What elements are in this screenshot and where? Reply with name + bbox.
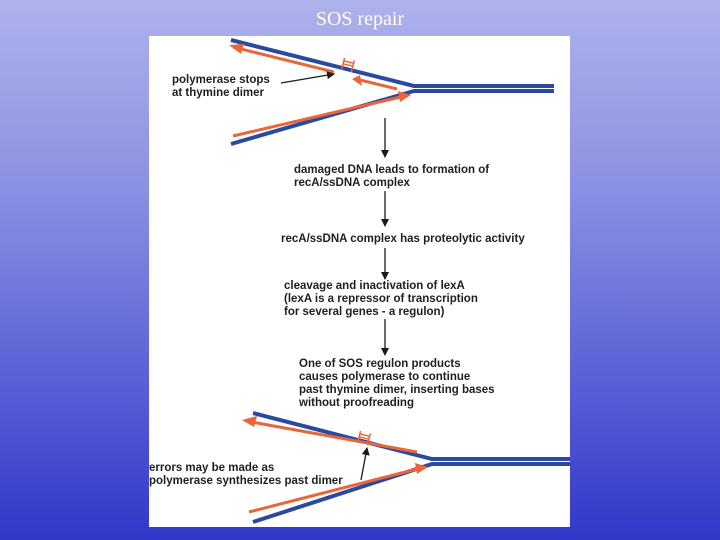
errors-label: errors may be made as polymerase synthes…	[149, 462, 343, 487]
top-replication-fork	[229, 38, 554, 146]
polymerase-stops-pointer-arrow	[280, 71, 335, 84]
sos-repair-diagram	[229, 38, 570, 524]
thymine-dimer-icon	[340, 57, 356, 73]
top-fork-new-strand-leading-arrowhead	[229, 44, 244, 54]
top-fork-new-strand-leading	[232, 45, 335, 74]
top-fork-new-strand-segment-arrowhead	[352, 75, 362, 86]
bottom-fork-upper-template-strand	[252, 411, 570, 461]
bottom-fork-new-strand-upper	[245, 419, 418, 454]
step-proteolytic-activity: recA/ssDNA complex has proteolytic activ…	[281, 233, 525, 245]
thymine-dimer-icon	[356, 430, 372, 446]
top-fork-new-strand-lagging	[232, 94, 406, 138]
step-recA-complex-formation: damaged DNA leads to formation of recA/s…	[294, 164, 490, 189]
step-polymerase-continues: One of SOS regulon products causes polym…	[299, 358, 495, 409]
bottom-fork-lower-template-strand	[252, 462, 570, 524]
top-fork-new-strand-lagging-arrowhead	[398, 91, 411, 102]
bottom-fork-new-strand-lower-arrowhead	[415, 463, 428, 474]
top-fork-new-strand-segment	[355, 77, 398, 91]
bottom-fork-new-strand-lower	[248, 466, 422, 514]
bottom-fork-new-strand-upper-arrowhead	[242, 416, 257, 427]
polymerase-stops-label: polymerase stops at thymine dimer	[172, 74, 270, 99]
diagram-panel: polymerase stops at thymine dimer damage…	[149, 36, 570, 527]
step-lexA-cleavage: cleavage and inactivation of lexA (lexA …	[284, 280, 478, 318]
bottom-replication-fork	[242, 411, 570, 524]
slide-title: SOS repair	[315, 8, 405, 30]
errors-pointer-arrow	[360, 447, 370, 481]
top-fork-lower-template-strand	[230, 89, 554, 146]
top-fork-upper-template-strand	[230, 38, 554, 88]
